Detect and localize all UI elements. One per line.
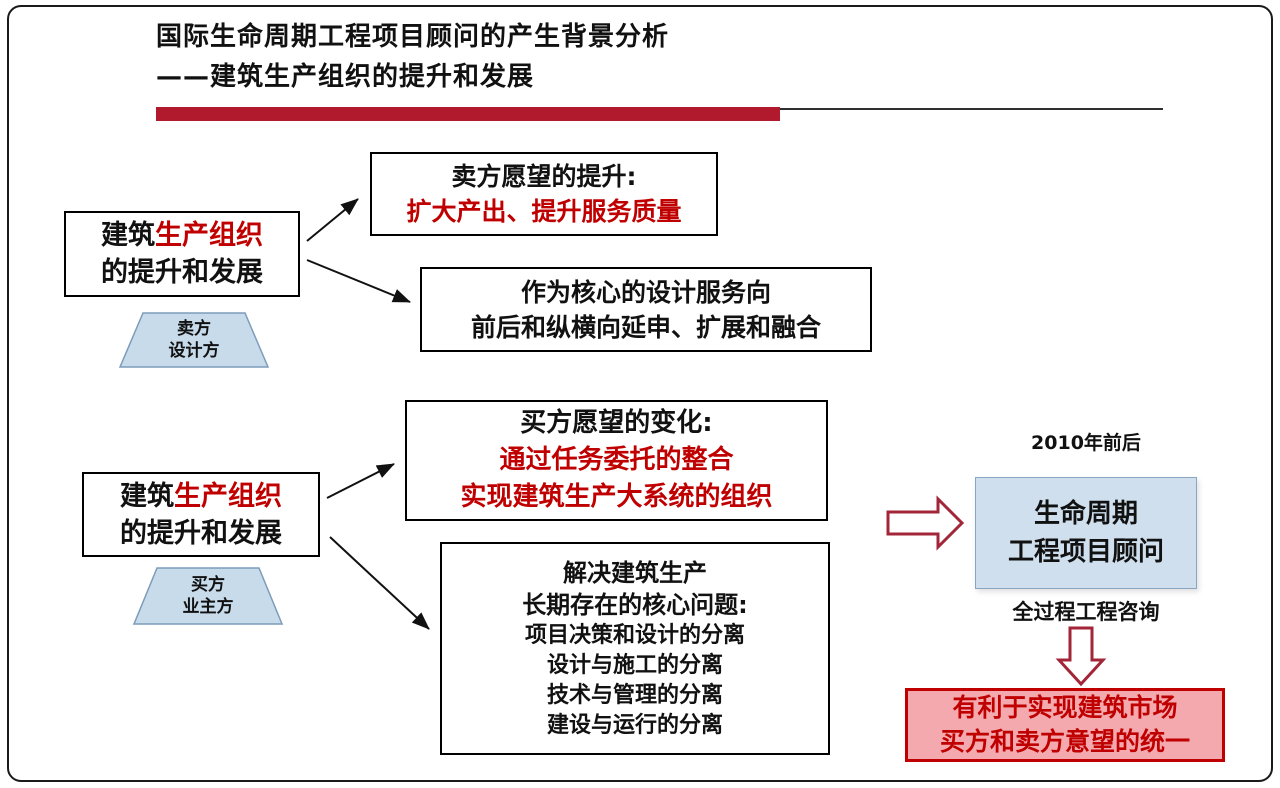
buyer-trapezoid: 买方 业主方 — [132, 567, 284, 625]
problem-item-1: 项目决策和设计的分离 — [524, 622, 745, 648]
problem-heading-line2: 长期存在的核心问题: — [522, 590, 748, 619]
buyer-wish-line1: 买方愿望的变化: — [520, 408, 713, 438]
seller-source-line1-black: 建筑 — [101, 220, 155, 251]
slide-border — [7, 5, 1273, 782]
result-line1: 生命周期 — [1033, 499, 1138, 529]
title-accent-bar — [156, 107, 780, 121]
buyer-role-line2: 业主方 — [182, 597, 234, 617]
result-line2: 工程项目顾问 — [1007, 537, 1164, 567]
buyer-source-box: 建筑生产组织 的提升和发展 — [82, 472, 320, 557]
seller-source-line1: 建筑生产组织 — [101, 217, 263, 254]
buyer-wish-box: 买方愿望的变化: 通过任务委托的整合 实现建筑生产大系统的组织 — [405, 400, 828, 521]
buyer-problem-box: 解决建筑生产 长期存在的核心问题: 项目决策和设计的分离 设计与施工的分离 技术… — [440, 542, 830, 755]
seller-service-box: 作为核心的设计服务向 前后和纵横向延申、扩展和融合 — [420, 267, 872, 352]
seller-role-line2: 设计方 — [168, 341, 220, 361]
buyer-source-line1: 建筑生产组织 — [120, 478, 282, 515]
seller-wish-box: 卖方愿望的提升: 扩大产出、提升服务质量 — [370, 152, 718, 236]
buyer-wish-line2: 通过任务委托的整合 — [499, 445, 734, 475]
seller-trapezoid-text: 卖方 设计方 — [118, 312, 270, 368]
seller-service-line1: 作为核心的设计服务向 — [520, 277, 771, 307]
seller-trapezoid: 卖方 设计方 — [118, 312, 270, 368]
seller-wish-line2: 扩大产出、提升服务质量 — [406, 197, 682, 226]
result-caption: 全过程工程咨询 — [1012, 600, 1160, 624]
conclusion-box: 有利于实现建筑市场 买方和卖方意望的统一 — [905, 688, 1225, 762]
result-box: 生命周期 工程项目顾问 — [975, 477, 1197, 589]
seller-source-line2: 的提升和发展 — [101, 257, 263, 288]
seller-service-line2: 前后和纵横向延申、扩展和融合 — [470, 312, 821, 342]
seller-trapezoid-shape — [118, 312, 270, 368]
page-title-line1: 国际生命周期工程项目顾问的产生背景分析 — [156, 22, 670, 52]
conclusion-line2: 买方和卖方意望的统一 — [939, 727, 1190, 756]
page-title: 国际生命周期工程项目顾问的产生背景分析 ——建筑生产组织的提升和发展 — [156, 17, 669, 97]
problem-item-3: 技术与管理的分离 — [546, 682, 723, 708]
title-rule-line — [780, 108, 1163, 110]
problem-item-4: 建设与运行的分离 — [546, 712, 723, 738]
page-title-line2: ——建筑生产组织的提升和发展 — [156, 62, 535, 92]
buyer-trapezoid-shape — [132, 567, 284, 625]
conclusion-line1: 有利于实现建筑市场 — [952, 693, 1178, 722]
period-label: 2010年前后 — [1031, 432, 1141, 454]
seller-wish-line1: 卖方愿望的提升: — [451, 162, 637, 191]
buyer-source-line1-black: 建筑 — [120, 480, 174, 512]
buyer-trapezoid-text: 买方 业主方 — [132, 567, 284, 625]
buyer-source-line1-red: 生产组织 — [174, 480, 282, 512]
problem-item-2: 设计与施工的分离 — [546, 652, 723, 678]
seller-source-box: 建筑生产组织 的提升和发展 — [64, 211, 300, 297]
buyer-wish-line3: 实现建筑生产大系统的组织 — [460, 482, 773, 512]
seller-source-line1-red: 生产组织 — [155, 220, 263, 251]
buyer-role-line1: 买方 — [191, 575, 225, 595]
seller-role-line1: 卖方 — [177, 319, 211, 339]
problem-heading-line1: 解决建筑生产 — [563, 558, 707, 587]
buyer-source-line2: 的提升和发展 — [120, 517, 282, 549]
